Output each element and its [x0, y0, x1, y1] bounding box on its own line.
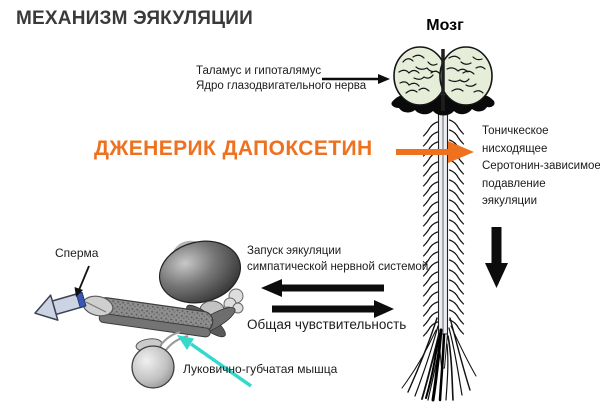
- dapoxetine-arrow: [396, 141, 474, 163]
- trigger-arrow-left: [261, 279, 384, 297]
- ejaculation-trigger-label: Запуск эякуляции симпатической нервной с…: [247, 245, 429, 273]
- muscle-pointer-arrow: [177, 335, 253, 388]
- brain-label: Мозг: [426, 17, 464, 34]
- tonic-inhibition-label: Тоничкеское нисходящее Серотонин-зависим…: [482, 125, 600, 207]
- brain-illustration: [391, 46, 495, 116]
- thalamus-label-line1: Таламус и гипоталямус: [196, 65, 322, 77]
- thalamus-label: Таламус и гипоталямус Ядро глазодвигател…: [196, 64, 366, 94]
- thalamus-label-line2: Ядро глазодвигательного нерва: [196, 80, 367, 92]
- sensitivity-label: Общая чувствительность: [247, 317, 407, 332]
- descending-inhibition-arrow: [485, 227, 508, 288]
- testicle: [131, 345, 175, 389]
- sperm-label: Сперма: [55, 246, 99, 260]
- thalamus-arrow: [322, 74, 390, 84]
- generic-dapoxetine-label: ДЖЕНЕРИК ДАПОКСЕТИН: [94, 137, 373, 160]
- muscle-label: Луковично-губчатая мышца: [183, 362, 338, 376]
- page-title: МЕХАНИЗМ ЭЯКУЛЯЦИИ: [16, 8, 253, 29]
- sperm-pointer-arrow: [74, 265, 90, 297]
- anatomy-illustration: [34, 240, 244, 389]
- sperm-exit-arrow: [34, 291, 87, 321]
- sensitivity-arrow-right: [272, 300, 394, 318]
- bladder: [158, 240, 242, 304]
- penis-shaft: [95, 297, 214, 338]
- spinal-cord-illustration: [401, 111, 477, 402]
